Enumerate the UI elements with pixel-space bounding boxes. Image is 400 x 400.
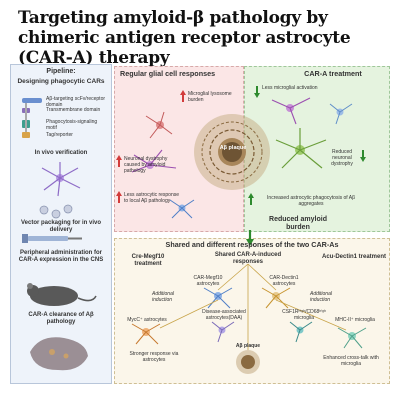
mhc-label: MHC-II⁺ microglia [330, 318, 380, 324]
plaque-label: Aβ plaque [218, 146, 248, 152]
add-left-label: Additional induction [152, 292, 192, 304]
car-construct-icon [22, 98, 42, 138]
car-part-3: Phagocytosis-signaling motif [46, 120, 108, 132]
dectin-astrocyte-icon [262, 288, 290, 308]
increased-label: Increased astrocytic phagocytosis of Aβ … [256, 196, 366, 208]
designing-label: Designing phagocytic CARs [14, 78, 108, 85]
shared-heading: Shared and different responses of the tw… [120, 241, 384, 249]
add-right-label: Additional induction [310, 292, 350, 304]
enhanced-label: Enhanced cross-talk with microglia [320, 356, 382, 368]
microglia-icon-regular [146, 112, 172, 138]
astrocyte-icon [42, 162, 80, 196]
stronger-label: Stronger response via astrocytes [124, 352, 184, 364]
less-micro-label: Less microglial activation [262, 86, 322, 92]
shared-title: Shared CAR-A-induced responses [210, 252, 286, 266]
daa-label: Disease-associated astrocytes(DAA) [196, 310, 252, 322]
myc-label: MycC⁺ astrocytes [122, 318, 172, 324]
amyloid-plaque-icon [194, 114, 270, 190]
clearance-label: CAR-A clearance of Aβ pathology [14, 312, 108, 326]
microglia-label: Microglial lysosome burden [188, 92, 242, 104]
megf10-astro-label: CAR-Megf10 astrocytes [188, 276, 228, 288]
dectin-astro-label: CAR-Dectin1 astrocytes [264, 276, 304, 288]
shared-plaque-icon [236, 350, 260, 374]
neuronal-label: Neuronal dystrophy caused by amyloid pat… [124, 157, 184, 174]
cara-heading: CAR-A treatment [278, 70, 388, 78]
mouse-icon [27, 283, 96, 306]
microglia-icon-cara [330, 104, 352, 124]
csf-label: CSF1Rʰⁱᵍʰ/CD68ʰⁱᵍʰ microglia [276, 310, 332, 322]
brain-section-icon [30, 337, 88, 370]
mhc-microglia-icon [338, 328, 366, 348]
reduced-burden-label: Reduced amyloid burden [258, 216, 338, 232]
car-astrocyte-icon [276, 128, 326, 168]
myc-astrocyte-icon [132, 324, 160, 344]
megf10-title: Cre-Megf10 treatment [118, 254, 178, 268]
daa-astrocyte-icon [212, 322, 234, 342]
dectin-title: Acu-Dectin1 treatment [322, 254, 386, 261]
car-part-2: Transmembrane domain [46, 108, 108, 114]
syringe-icon [22, 234, 82, 243]
peripheral-label: Peripheral administration for CAR-A expr… [14, 250, 108, 264]
pipeline-heading: Pipeline: [14, 68, 108, 76]
increase-arrow-icon [116, 90, 186, 203]
vector-icon [40, 205, 72, 218]
reduced-dys-label: Reduced neuronal dystrophy [322, 150, 362, 167]
in-vivo-label: In vivo verification [14, 150, 108, 157]
shared-plaque-label: Aβ plaque [232, 344, 264, 350]
regular-heading: Regular glial cell responses [120, 70, 242, 78]
vector-label: Vector packaging for in vivo delivery [14, 220, 108, 234]
csf-microglia-icon [290, 322, 312, 342]
astro-label: Less astrocytic response to local Aβ pat… [124, 193, 180, 205]
car-part-4: Tag/reporter [46, 133, 108, 139]
neuron-icon-cara [272, 98, 310, 124]
